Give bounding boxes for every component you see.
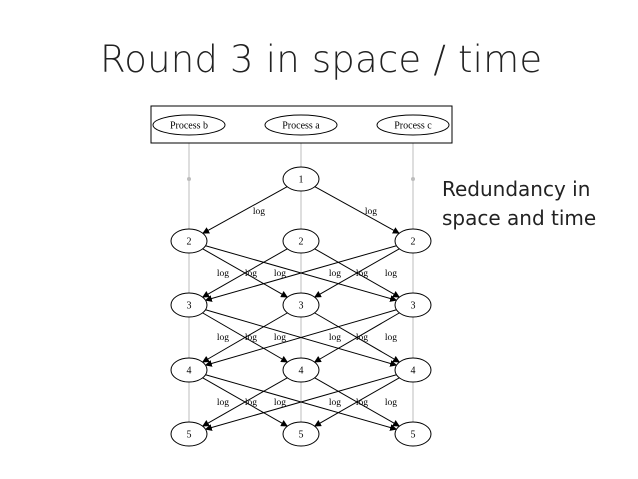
node-2-c-ellipse [394, 228, 432, 254]
node-2-c-label: 2 [411, 237, 416, 248]
node-4-a-ellipse [282, 357, 320, 383]
node-4-c-label: 4 [411, 366, 416, 377]
node-5-b-ellipse [170, 421, 208, 447]
edge-label-r3-0: log [217, 333, 229, 343]
process-b-label: Process b [170, 121, 208, 132]
node-3-a-label: 3 [299, 301, 304, 312]
node-2-b-label: 2 [187, 237, 192, 248]
edge-r2-c-to-b [204, 245, 397, 302]
process-c-ellipse [376, 114, 450, 136]
edge-r3-c-to-b [204, 309, 397, 367]
node-3-b-ellipse [170, 292, 208, 318]
node-4-b-label: 4 [187, 366, 192, 377]
node-3-a-ellipse [282, 292, 320, 318]
lifeline-b-dot [187, 177, 191, 181]
edge-label-r4-5: log [385, 398, 397, 408]
edge-label-r4-4: log [356, 398, 368, 408]
edge-label-r3-5: log [385, 333, 397, 343]
edge-label-r2-1: log [245, 269, 257, 279]
side-note-line-2: space and time [442, 206, 597, 230]
edge-r4-a-to-b [202, 377, 288, 427]
node-3-c-label: 3 [411, 301, 416, 312]
process-header-box [150, 105, 453, 144]
edge-r2-c-to-a [314, 248, 400, 298]
edge-r4-c-to-a [314, 377, 400, 427]
edge-r3-c-to-a [313, 312, 400, 363]
process-a-label: Process a [282, 121, 320, 132]
edge-label-1-c: log [365, 207, 377, 217]
process-c-label: Process c [394, 121, 432, 132]
node-4-c-ellipse [394, 357, 432, 383]
edge-label-r2-3: log [329, 269, 341, 279]
lifeline-c-dot [411, 177, 415, 181]
edge-label-1-b: log [253, 207, 265, 217]
side-note: Redundancy in space and time [442, 175, 596, 233]
edge-label-r4-3: log [329, 398, 341, 408]
edge-label-r4-2: log [274, 398, 286, 408]
side-note-line-1: Redundancy in [442, 177, 591, 201]
node-2-a-label: 2 [299, 237, 304, 248]
edge-r4-c-to-b [204, 374, 397, 431]
node-5-b-label: 5 [187, 430, 192, 441]
edge-1-to-2-c [314, 186, 400, 234]
node-5-a-label: 5 [299, 430, 304, 441]
edge-label-r2-4: log [356, 269, 368, 279]
edge-r2-a-to-b [202, 248, 288, 298]
node-2-a-ellipse [282, 228, 320, 254]
edge-label-r2-0: log [217, 269, 229, 279]
node-3-c-ellipse [394, 292, 432, 318]
node-1-a-label: 1 [299, 175, 304, 186]
edge-1-to-2-b [202, 186, 288, 234]
node-5-a-ellipse [282, 421, 320, 447]
edge-label-r2-5: log [385, 269, 397, 279]
node-4-a-label: 4 [299, 366, 304, 377]
edge-label-r4-0: log [217, 398, 229, 408]
node-2-b-ellipse [170, 228, 208, 254]
edge-label-r3-3: log [329, 333, 341, 343]
edge-label-r3-1: log [245, 333, 257, 343]
edge-label-r4-1: log [245, 398, 257, 408]
process-b-ellipse [152, 114, 226, 136]
edge-r3-a-to-b [201, 312, 288, 363]
node-3-b-label: 3 [187, 301, 192, 312]
node-4-b-ellipse [170, 357, 208, 383]
edge-label-r3-2: log [274, 333, 286, 343]
node-5-c-ellipse [394, 421, 432, 447]
edge-label-r3-4: log [356, 333, 368, 343]
node-1-a-ellipse [282, 166, 320, 192]
node-5-c-label: 5 [411, 430, 416, 441]
edge-label-r2-2: log [274, 269, 286, 279]
slide-title: Round 3 in space / time [100, 38, 543, 81]
process-a-ellipse [264, 114, 338, 136]
